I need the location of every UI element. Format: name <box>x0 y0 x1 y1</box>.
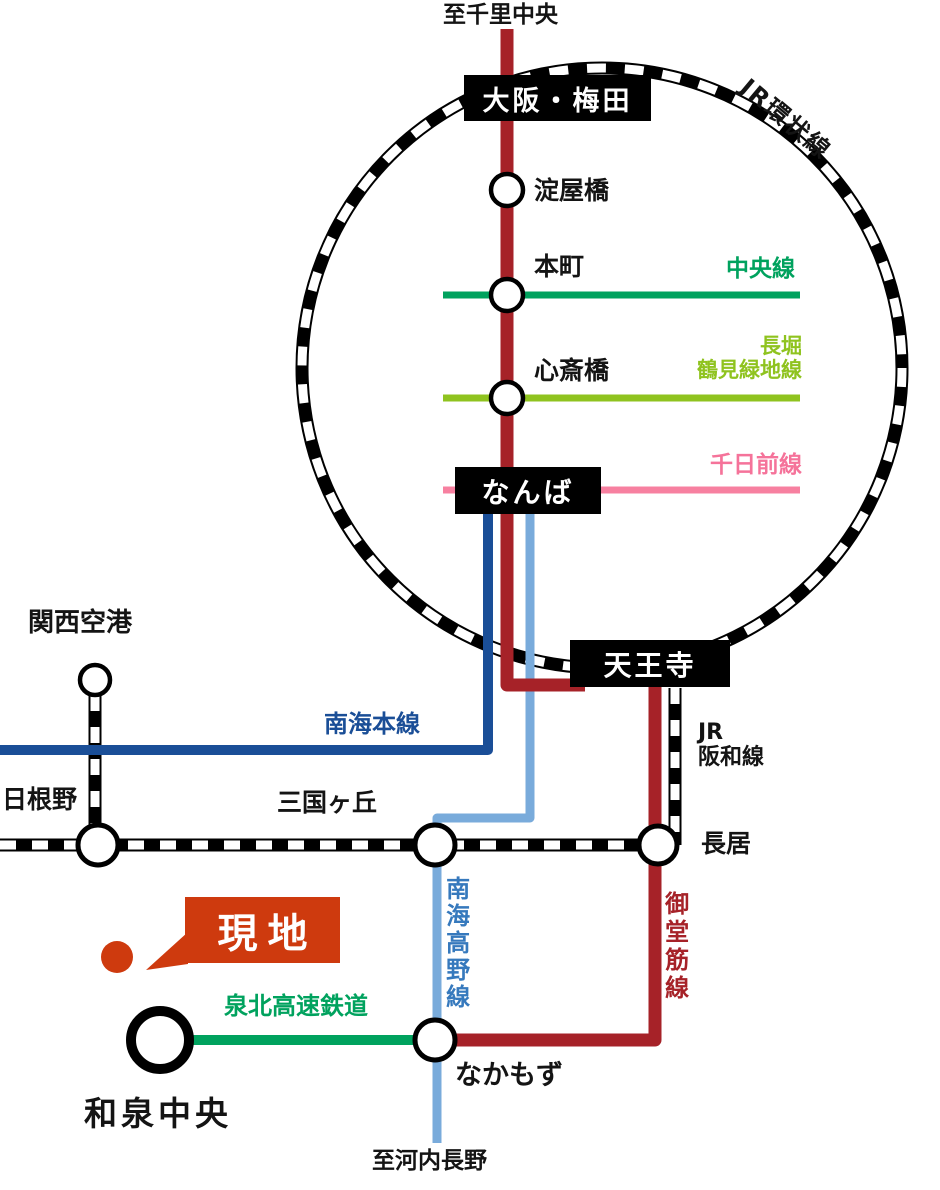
station-nagai <box>636 823 680 867</box>
label-nagahori-line-2: 鶴見緑地線 <box>697 358 802 383</box>
label-chuo-line: 中央線 <box>726 256 795 282</box>
label-nagahori-line: 長堀 鶴見緑地線 <box>630 334 802 382</box>
label-nankai-main-line: 南海本線 <box>324 710 420 738</box>
label-midosuji-line: 御堂筋線 <box>660 891 689 1003</box>
label-semboku-railway: 泉北高速鉄道 <box>224 992 368 1020</box>
label-izumi-chuo: 和泉中央 <box>84 1094 232 1133</box>
site-dot <box>101 941 133 973</box>
label-jr-abbr: JR <box>698 720 724 745</box>
station-shinsaibashi <box>488 379 526 417</box>
site-callout-tail <box>146 932 188 970</box>
nankai-koya-line <box>432 512 535 1143</box>
label-nakamozu: なかもず <box>455 1060 563 1091</box>
label-nagahori-line-1: 長堀 <box>760 334 802 358</box>
label-hineno: 日根野 <box>2 785 78 814</box>
station-box-namba: なんば <box>455 467 601 514</box>
label-nagai: 長居 <box>701 829 752 858</box>
label-sennichimae-line: 千日前線 <box>710 452 802 478</box>
nankai-main-line <box>0 514 493 755</box>
label-to-kawachinagano: 至河内長野 <box>372 1148 487 1174</box>
station-hommachi <box>488 276 526 314</box>
station-box-tennoji: 天王寺 <box>570 640 730 687</box>
label-hommachi: 本町 <box>534 252 585 281</box>
station-nakamozu <box>412 1017 458 1063</box>
station-yodoyabashi <box>488 171 526 209</box>
midosuji-line-north <box>500 29 585 692</box>
label-kansai-airport: 関西空港 <box>28 608 133 638</box>
label-hanwa: 阪和線 <box>698 745 765 771</box>
site-callout: 現地 <box>185 897 340 963</box>
station-box-osaka-umeda: 大阪・梅田 <box>464 75 651 121</box>
label-to-senri-chuo: 至千里中央 <box>443 2 558 28</box>
station-hineno <box>75 822 121 868</box>
label-yodoyabashi: 淀屋橋 <box>534 176 610 205</box>
label-mikunigaoka: 三国ヶ丘 <box>277 788 378 817</box>
station-kansai-airport <box>77 662 113 698</box>
midosuji-line-south <box>448 686 662 1047</box>
label-shinsaibashi: 心斎橋 <box>534 356 610 385</box>
label-jr-hanwa-line: JR 阪和線 <box>698 720 764 771</box>
station-izumi-chuo <box>126 1006 194 1074</box>
station-mikunigaoka <box>412 822 458 868</box>
label-nankai-koya-line: 南海高野線 <box>441 876 470 1011</box>
